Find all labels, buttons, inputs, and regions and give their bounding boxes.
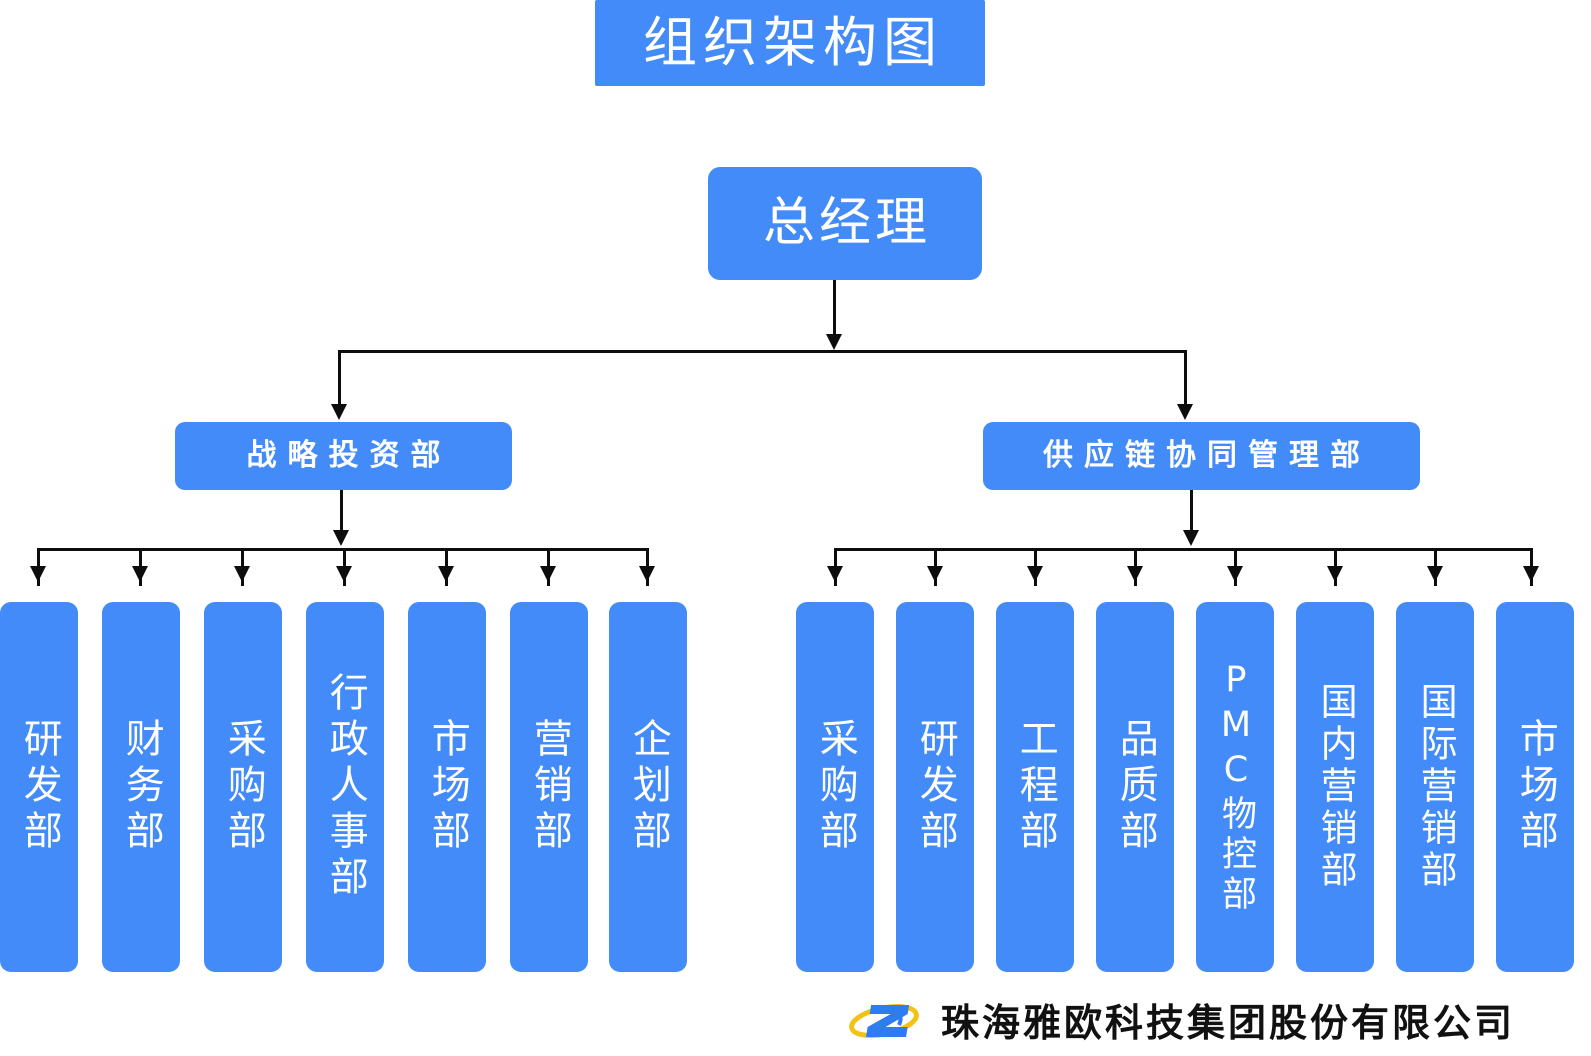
node-left-unit-4-label: 行政人事部 xyxy=(323,672,369,902)
connector-right-dept-stem xyxy=(1190,490,1193,532)
arrow-left-drop-4 xyxy=(336,566,352,582)
arrow-right-drop-5 xyxy=(1227,566,1243,582)
arrow-to-left-dept xyxy=(331,404,347,420)
node-right-unit-4-label: 品质部 xyxy=(1113,718,1159,856)
node-right-unit-7[interactable]: 国际营销部 xyxy=(1396,602,1474,972)
node-general-manager[interactable]: 总经理 xyxy=(708,167,982,280)
arrow-left-drop-1 xyxy=(30,566,46,582)
node-right-unit-2[interactable]: 研发部 xyxy=(896,602,974,972)
node-left-unit-1[interactable]: 研发部 xyxy=(0,602,78,972)
company-name: 珠海雅欧科技集团股份有限公司 xyxy=(941,1000,1516,1045)
arrow-left-drop-6 xyxy=(540,566,556,582)
node-left-unit-5-label: 市场部 xyxy=(425,718,471,856)
arrow-left-drop-2 xyxy=(132,566,148,582)
node-left-unit-3[interactable]: 采购部 xyxy=(204,602,282,972)
node-right-unit-3-label: 工程部 xyxy=(1013,718,1059,856)
arrow-left-dept-to-bus xyxy=(333,530,349,546)
node-strategic-investment-dept[interactable]: 战略投资部 xyxy=(175,422,512,490)
connector-left-dept-stem xyxy=(340,490,343,532)
node-left-unit-7-label: 企划部 xyxy=(626,718,672,856)
arrow-right-dept-to-bus xyxy=(1183,530,1199,546)
connector-bus-to-right-dept xyxy=(1184,350,1187,406)
node-left-unit-2-label: 财务部 xyxy=(119,718,165,856)
arrow-to-right-dept xyxy=(1177,404,1193,420)
node-left-unit-3-label: 采购部 xyxy=(221,718,267,856)
connector-right-bus xyxy=(834,548,1530,551)
arrow-left-drop-3 xyxy=(234,566,250,582)
arrow-right-drop-1 xyxy=(827,566,843,582)
connector-top-bus xyxy=(338,350,1187,353)
node-right-unit-2-label: 研发部 xyxy=(913,718,959,856)
node-left-unit-7[interactable]: 企划部 xyxy=(609,602,687,972)
arrow-right-drop-6 xyxy=(1327,566,1343,582)
node-left-unit-1-label: 研发部 xyxy=(17,718,63,856)
node-right-unit-3[interactable]: 工程部 xyxy=(996,602,1074,972)
node-left-unit-5[interactable]: 市场部 xyxy=(408,602,486,972)
arrow-left-drop-5 xyxy=(438,566,454,582)
connector-bus-to-left-dept xyxy=(338,350,341,406)
node-right-unit-8-label: 市场部 xyxy=(1513,718,1559,856)
arrow-right-drop-3 xyxy=(1027,566,1043,582)
node-left-unit-6[interactable]: 营销部 xyxy=(510,602,588,972)
node-right-unit-1-label: 采购部 xyxy=(813,718,859,856)
node-right-unit-7-label: 国际营销部 xyxy=(1414,682,1458,892)
node-left-unit-4[interactable]: 行政人事部 xyxy=(306,602,384,972)
connector-left-bus xyxy=(37,548,646,551)
node-right-unit-5-label: PMC物控部 xyxy=(1215,659,1256,915)
node-right-unit-4[interactable]: 品质部 xyxy=(1096,602,1174,972)
yaou-z-swoosh-logo-icon xyxy=(849,1004,919,1038)
node-right-unit-1[interactable]: 采购部 xyxy=(796,602,874,972)
node-left-unit-6-label: 营销部 xyxy=(527,718,573,856)
arrow-right-drop-8 xyxy=(1523,566,1539,582)
arrow-right-drop-2 xyxy=(927,566,943,582)
node-right-unit-6[interactable]: 国内营销部 xyxy=(1296,602,1374,972)
node-supply-chain-dept[interactable]: 供应链协同管理部 xyxy=(983,422,1420,490)
node-right-unit-6-label: 国内营销部 xyxy=(1314,682,1358,892)
page-title: 组织架构图 xyxy=(595,0,985,86)
node-right-unit-5[interactable]: PMC物控部 xyxy=(1196,602,1274,972)
node-left-unit-2[interactable]: 财务部 xyxy=(102,602,180,972)
arrow-right-drop-4 xyxy=(1127,566,1143,582)
node-right-unit-8[interactable]: 市场部 xyxy=(1496,602,1574,972)
arrow-gm-to-bus xyxy=(826,334,842,350)
footer: 珠海雅欧科技集团股份有限公司 xyxy=(845,988,1580,1050)
arrow-right-drop-7 xyxy=(1427,566,1443,582)
connector-gm-stem xyxy=(833,280,836,336)
arrow-left-drop-7 xyxy=(639,566,655,582)
